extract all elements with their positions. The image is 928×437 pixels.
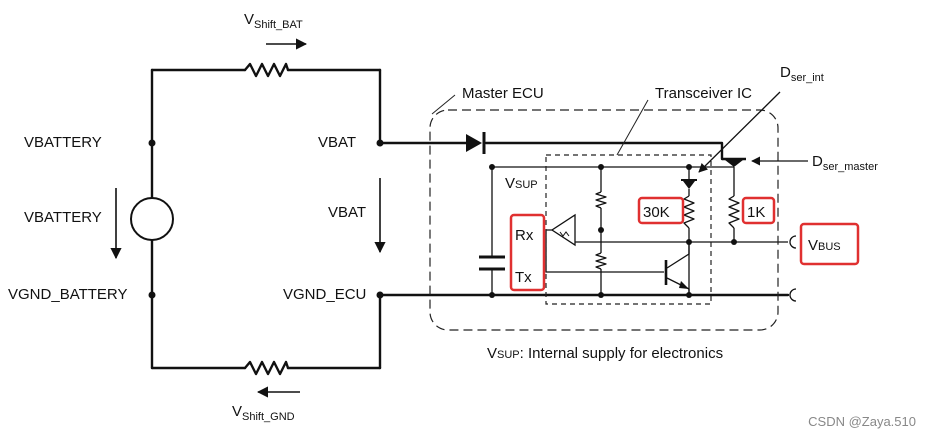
label-r-30k: 30K: [643, 204, 670, 221]
label-v-gnd-battery: VGND_BATTERY: [8, 286, 127, 303]
ecu-wiring: [378, 141, 790, 297]
label-v-battery-mid: VBATTERY: [24, 209, 102, 226]
diode-main: [466, 132, 486, 154]
diode-ser-master: [722, 157, 746, 167]
arrows: [110, 38, 386, 398]
label-v-bus: VBUS: [808, 237, 841, 254]
label-v-battery-top: VBATTERY: [24, 134, 102, 151]
label-d-ser-int: Dser_int: [780, 64, 824, 84]
resistor-shift-bat: [243, 62, 290, 78]
label-r-1k: 1K: [747, 204, 765, 221]
resistor-shift-gnd: [243, 360, 290, 376]
label-d-ser-master: Dser_master: [812, 153, 878, 173]
bus-connectors: [789, 235, 797, 302]
receiver-comparator: [550, 213, 576, 247]
resistor-30k: [683, 195, 695, 229]
caption-internal-supply: VSUP: Internal supply for electronics: [487, 345, 723, 362]
junction-dots: [148, 139, 737, 299]
label-rx: Rx: [515, 227, 534, 244]
tx-transistor: [664, 242, 690, 295]
master-ecu-box: [429, 109, 779, 331]
label-tx: Tx: [515, 269, 532, 286]
capacitor: [479, 255, 505, 271]
label-v-bat-arrow: VBAT: [328, 204, 366, 221]
watermark: CSDN @Zaya.510: [808, 414, 916, 429]
resistor-pullup-bottom: [595, 252, 607, 270]
label-v-sup: VSUP: [505, 175, 538, 192]
label-master-ecu: Master ECU: [462, 85, 544, 102]
transceiver-ic-box: [545, 154, 712, 305]
battery-source-symbol: [130, 197, 174, 241]
label-v-shift-gnd: VShift_GND: [232, 403, 295, 423]
label-transceiver-ic: Transceiver IC: [655, 85, 752, 102]
outer-wiring: [150, 68, 382, 370]
highlight-boxes: [509, 196, 860, 292]
label-v-shift-bat: VShift_BAT: [244, 11, 303, 31]
label-v-bat-left: VBAT: [318, 134, 356, 151]
label-v-gnd-ecu: VGND_ECU: [283, 286, 366, 303]
resistor-1k: [728, 195, 740, 229]
leader-lines: [431, 91, 808, 173]
resistor-pullup-top: [595, 191, 607, 209]
diode-ser-int: [681, 179, 697, 189]
